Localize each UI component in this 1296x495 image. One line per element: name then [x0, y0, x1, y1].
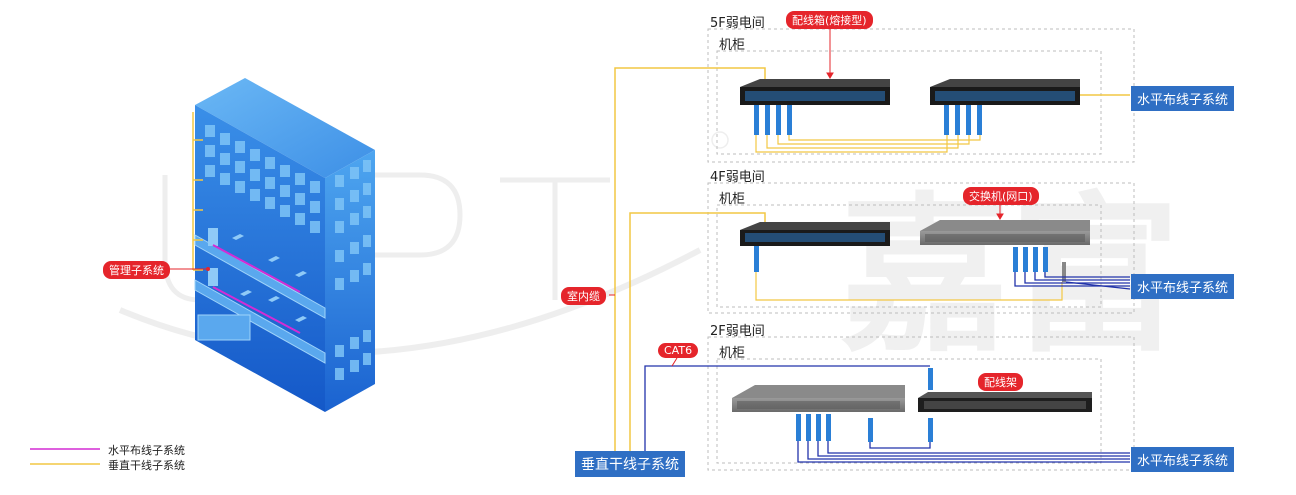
patch-panel-2f [918, 392, 1092, 412]
jumpers-5f [755, 135, 981, 153]
tag-switch: 交换机(网口) [963, 187, 1039, 205]
legend-label-horizontal: 水平布线子系统 [108, 444, 185, 457]
building-illustration [170, 78, 375, 412]
patch-box-5f-left [740, 79, 890, 105]
cabinet-title-2f: 机柜 [719, 346, 746, 361]
tag-indoor-cable: 室内缆 [561, 287, 606, 305]
connectors-2f [796, 368, 933, 442]
patch-box-4f [740, 222, 890, 272]
cabinet-title-4f: 机柜 [719, 192, 746, 207]
cables-4f [755, 272, 1131, 301]
horizontal-subsystem-4f: 水平布线子系统 [1131, 274, 1235, 299]
floor-title-2f: 2F弱电间 [710, 324, 765, 339]
horizontal-subsystem-5f: 水平布线子系统 [1131, 86, 1235, 111]
cabinet-title-5f: 机柜 [719, 38, 746, 53]
vertical-trunk-cables [614, 67, 1130, 455]
legend-label-vertical: 垂直干线子系统 [108, 459, 185, 472]
floor-title-4f: 4F弱电间 [710, 170, 765, 185]
tag-patch-panel: 配线架 [978, 373, 1023, 391]
cables-2f [644, 365, 1130, 463]
vertical-trunk-subsystem: 垂直干线子系统 [575, 451, 685, 477]
horizontal-subsystem-2f: 水平布线子系统 [1131, 447, 1235, 472]
switch-4f [920, 220, 1090, 245]
tag-fiber-box: 配线箱(熔接型) [786, 11, 873, 29]
tag-pointers [609, 26, 1004, 367]
switch-2f [732, 385, 905, 412]
connectors-5f [754, 105, 982, 135]
floor-title-5f: 5F弱电间 [710, 16, 765, 31]
tag-mgmt-subsystem: 管理子系统 [103, 261, 170, 279]
tag-cat6: CAT6 [658, 343, 699, 358]
patch-box-5f-right [930, 79, 1080, 105]
connectors-4f [1013, 247, 1066, 282]
